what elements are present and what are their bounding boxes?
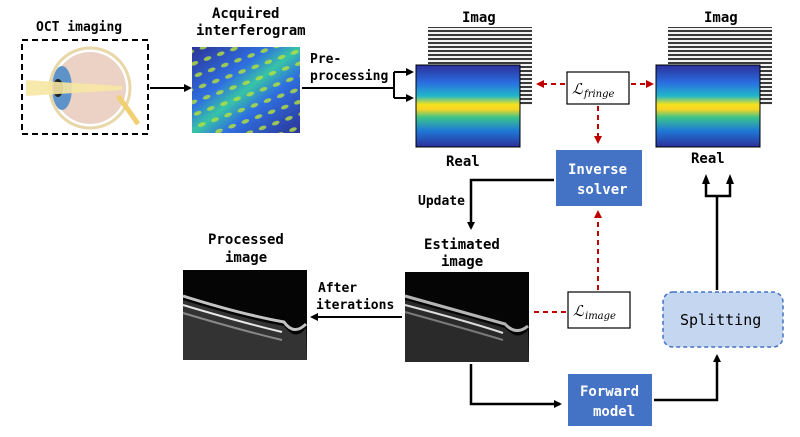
arrow-splitting-to-real <box>704 180 732 290</box>
after-label-line1: After <box>318 281 357 296</box>
estimated-label-line1: Estimated <box>424 237 500 253</box>
inverse-solver-line2: solver <box>577 182 628 198</box>
imag-label-right: Imag <box>704 10 738 26</box>
update-label: Update <box>418 194 465 209</box>
inverse-solver-box <box>556 150 642 206</box>
estimated-label-line2: image <box>441 254 483 270</box>
processed-label-line1: Processed <box>208 232 284 248</box>
estimated-oct-image <box>404 272 529 362</box>
loss-image-symbol: ℒ <box>573 302 585 320</box>
loss-image-subscript: image <box>585 311 616 322</box>
preprocessing-label-line2: processing <box>310 69 388 84</box>
splitting-label: Splitting <box>680 311 761 329</box>
loss-fringe-symbol: ℒ <box>572 80 584 98</box>
acquired-label-line1: Acquired <box>212 6 279 22</box>
oct-imaging-label: OCT imaging <box>36 20 122 35</box>
oct-imaging-frame <box>21 39 149 135</box>
processed-oct-image <box>182 270 308 360</box>
eye-illustration <box>26 46 141 130</box>
inverse-solver-line1: Inverse <box>568 162 627 178</box>
real-spectrum-left <box>415 64 521 148</box>
preprocessing-label-line1: Pre- <box>310 52 341 67</box>
imag-label-left: Imag <box>462 10 496 26</box>
loss-fringe-box <box>566 71 630 105</box>
after-label-line2: iterations <box>316 298 394 313</box>
processed-label-line2: image <box>225 250 267 266</box>
real-label-right: Real <box>691 151 725 167</box>
loss-fringe-subscript: fringe <box>583 89 615 100</box>
real-label-left: Real <box>446 154 480 170</box>
acquired-label-line2: interferogram <box>196 23 306 39</box>
loss-image-box <box>567 291 631 329</box>
forward-model-line1: Forward <box>580 384 639 400</box>
interferogram-image <box>192 47 300 133</box>
real-spectrum-right <box>655 64 761 148</box>
splitting-box <box>662 291 784 348</box>
arrow-to-splitting <box>654 354 721 402</box>
arrow-to-forward-model <box>469 364 562 408</box>
forward-model-box <box>568 374 652 426</box>
forward-model-line2: model <box>593 404 635 420</box>
update-arrow <box>467 178 554 230</box>
